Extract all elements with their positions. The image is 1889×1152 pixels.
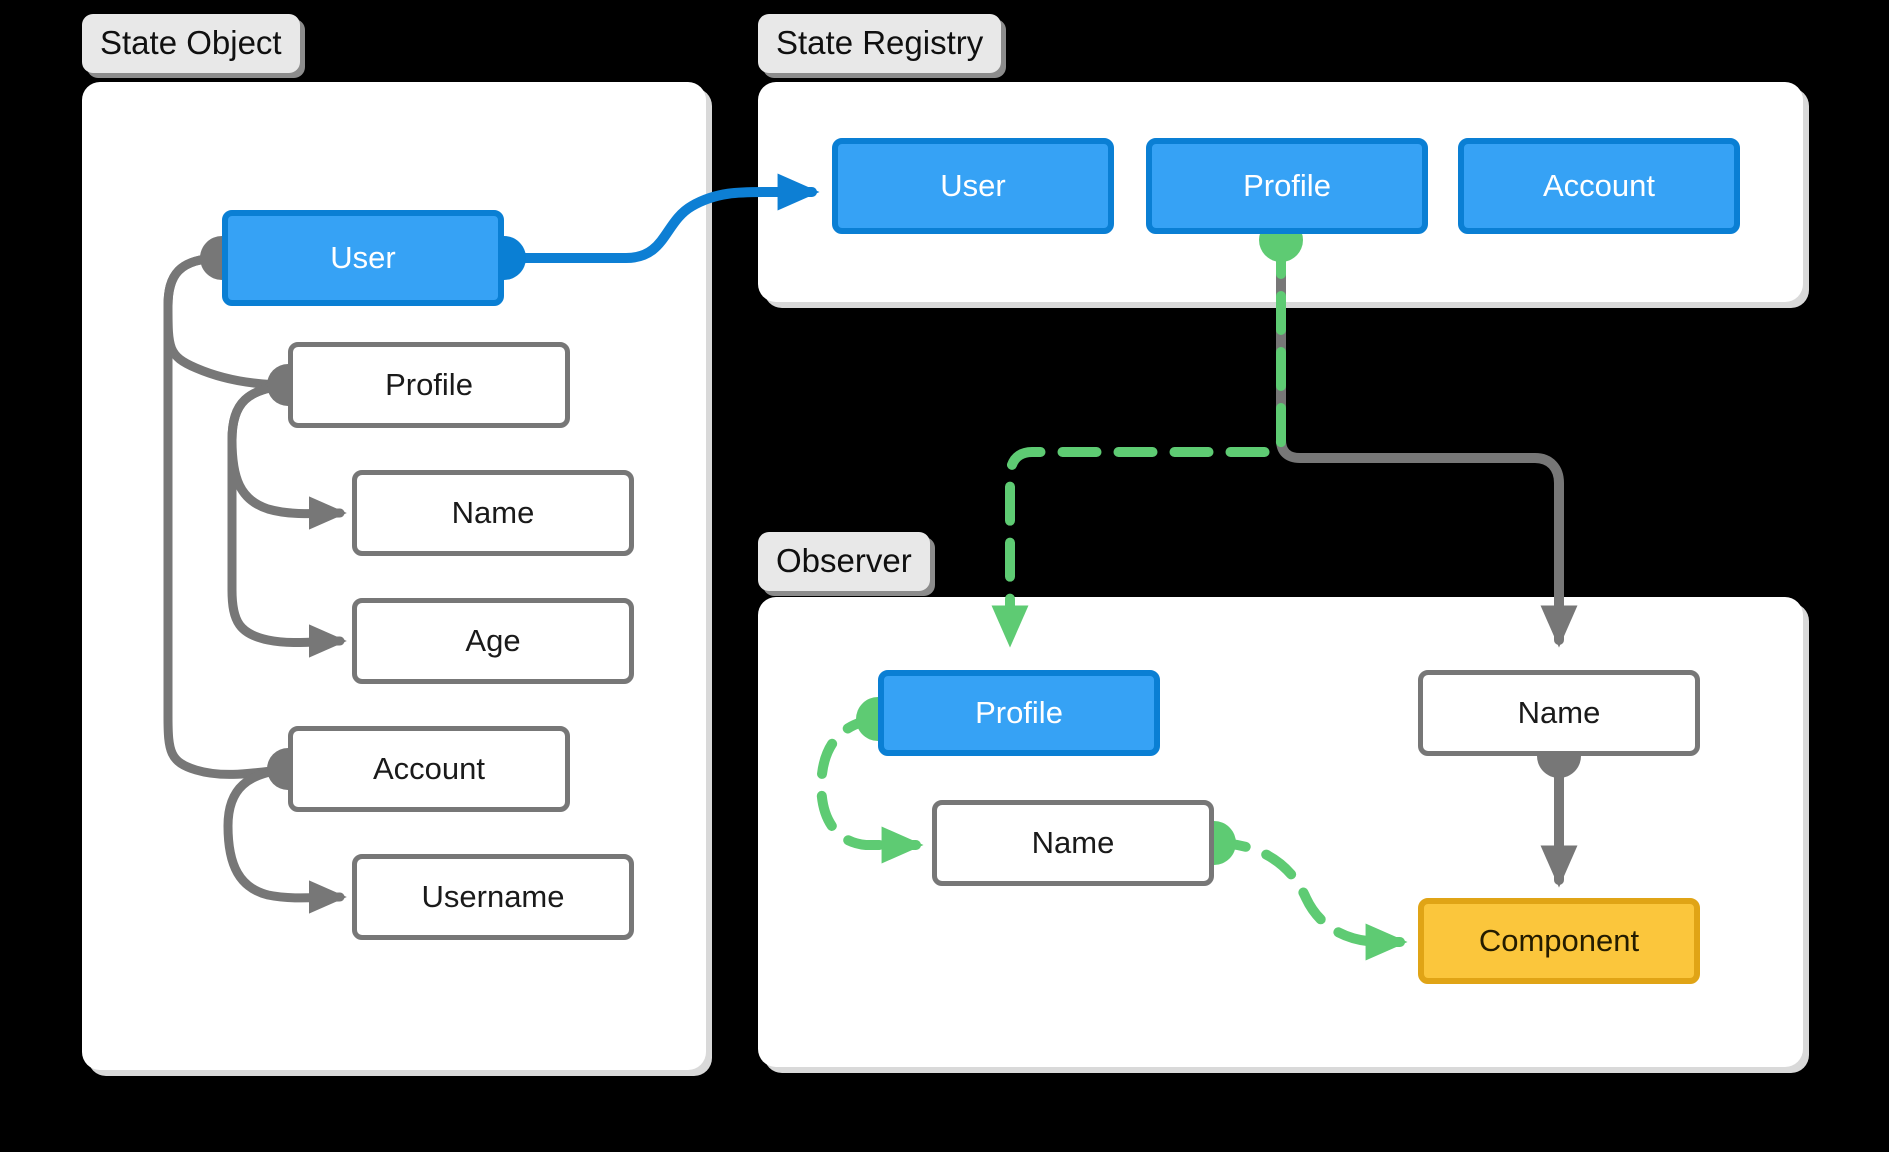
node-observer-component[interactable]: Component [1418, 898, 1700, 984]
edge-observer-name-to-component [1209, 838, 1408, 961]
node-label: Component [1478, 923, 1640, 958]
edge-user-to-account [163, 253, 293, 779]
panel-label-observer: Observer [758, 532, 930, 591]
node-state-object-account[interactable]: Account [288, 726, 570, 812]
node-label: Name [1517, 695, 1601, 730]
node-label: Profile [975, 695, 1063, 730]
node-state-registry-user[interactable]: User [832, 138, 1114, 234]
node-state-object-age[interactable]: Age [352, 598, 634, 684]
node-label: User [940, 168, 1006, 203]
node-label: Age [465, 623, 521, 658]
node-state-registry-profile[interactable]: Profile [1146, 138, 1428, 234]
node-label: Profile [385, 367, 473, 402]
panel-label-state-object: State Object [82, 14, 300, 73]
node-state-object-user[interactable]: User [222, 210, 504, 306]
node-label: Name [451, 495, 535, 530]
node-observer-name-left[interactable]: Name [932, 800, 1214, 886]
node-label: User [330, 240, 396, 275]
edge-account-to-username [223, 764, 347, 914]
node-state-object-username[interactable]: Username [352, 854, 634, 940]
node-state-object-name[interactable]: Name [352, 470, 634, 556]
edge-profile-to-age [227, 380, 347, 658]
node-label: Profile [1243, 168, 1331, 203]
edge-registry-profile-to-observer-profile [991, 235, 1286, 648]
node-label: Username [421, 879, 565, 914]
node-label: Account [372, 751, 485, 786]
node-label: Name [1031, 825, 1115, 860]
node-label: Account [1542, 168, 1655, 203]
node-observer-profile[interactable]: Profile [878, 670, 1160, 756]
panel-label-state-registry: State Registry [758, 14, 1002, 73]
edge-registry-profile-to-observer-name [1276, 235, 1578, 648]
node-state-registry-account[interactable]: Account [1458, 138, 1740, 234]
node-observer-name-right[interactable]: Name [1418, 670, 1700, 756]
node-state-object-profile[interactable]: Profile [288, 342, 570, 428]
edge-observer-profile-to-name [816, 714, 924, 864]
edge-user-to-registry-user [499, 173, 820, 263]
